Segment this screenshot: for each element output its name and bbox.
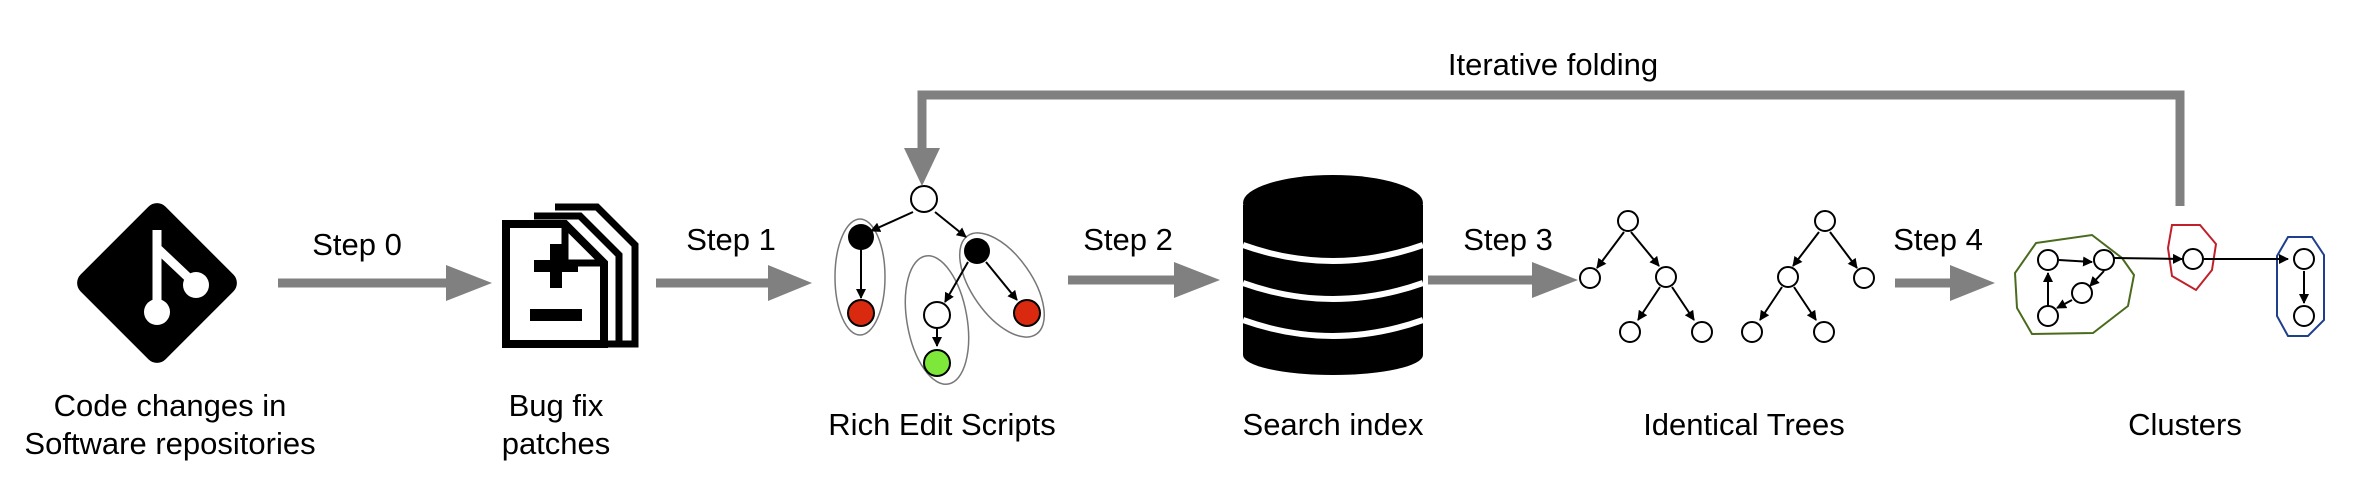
cluster-graph-icon [2013,224,2325,337]
step2-label: Step 2 [1083,222,1173,257]
step4-label: Step 4 [1893,222,1983,257]
step1-arrow [656,265,812,301]
iterative-folding-loop-arrow [904,90,2185,206]
database-icon [1241,175,1425,375]
tree-pair-icon [1579,210,1875,343]
git-icon [77,203,237,363]
step2-arrow [1068,262,1220,298]
step4-arrow [1895,265,1995,301]
step3-arrow [1428,262,1578,298]
code-changes-label-line1: Code changes in [54,388,287,423]
bug-fix-label-line1: Bug fix [509,388,604,423]
clusters-label: Clusters [2128,407,2242,442]
step3-label: Step 3 [1463,222,1553,257]
patch-file-icon [502,203,639,348]
search-index-label: Search index [1243,407,1424,442]
step0-arrow [278,265,492,301]
edit-script-tree-icon [834,185,1046,385]
code-changes-label-line2: Software repositories [24,426,315,461]
iterative-folding-label: Iterative folding [1448,47,1658,82]
step0-label: Step 0 [312,227,402,262]
bug-fix-label-line2: patches [502,426,611,461]
step1-label: Step 1 [686,222,776,257]
rich-edit-scripts-label: Rich Edit Scripts [828,407,1055,442]
identical-trees-label: Identical Trees [1643,407,1845,442]
